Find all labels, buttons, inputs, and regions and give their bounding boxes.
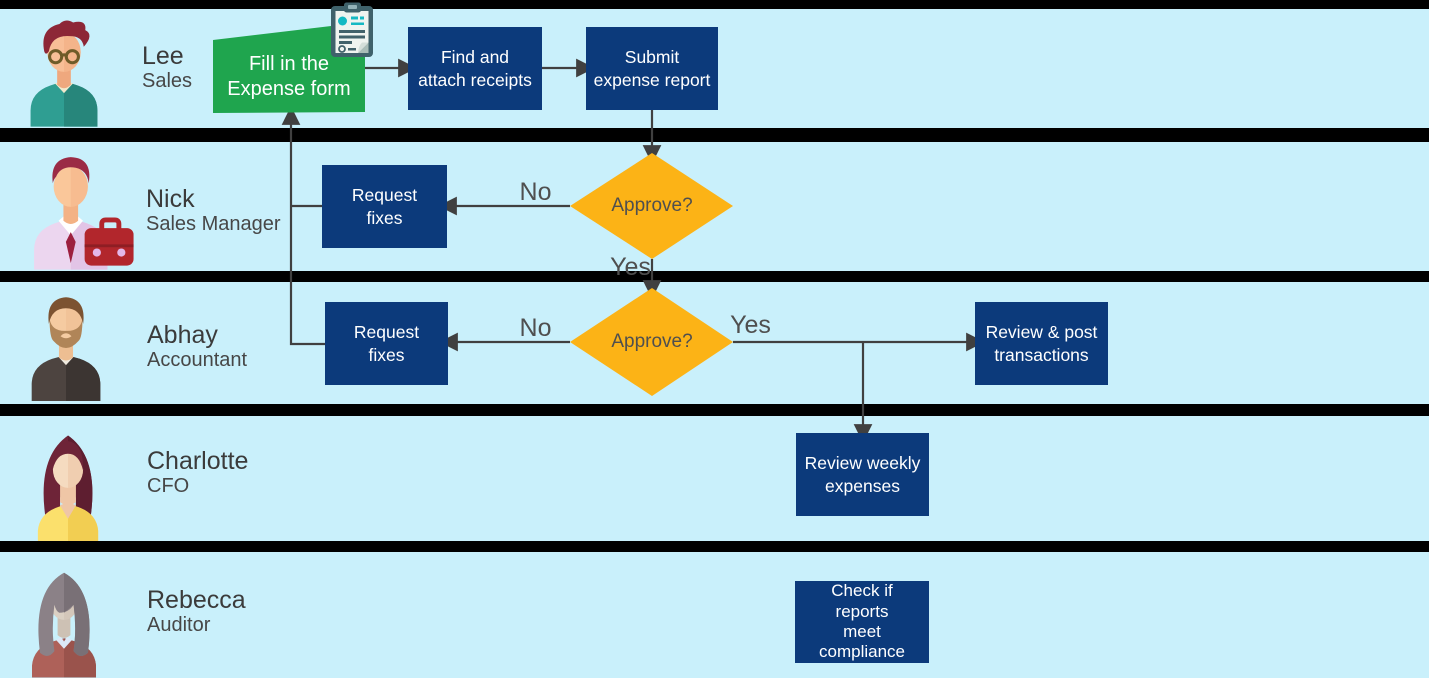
connector-feedback-to-fill-form	[281, 106, 325, 346]
clipboard-icon	[331, 2, 373, 57]
node-fill-expense-form: Fill in the Expense form	[227, 53, 351, 100]
lane-divider-top	[0, 0, 1429, 9]
lane-name-nick: Nick	[146, 185, 195, 213]
persona-abhay: Abhay Accountant	[147, 322, 247, 372]
lane-role-charlotte: CFO	[147, 475, 190, 498]
persona-lee: Lee Sales	[142, 43, 192, 93]
lane-role-lee: Sales	[142, 70, 193, 93]
node-find-attach-receipts: Find and attach receipts	[408, 27, 542, 110]
lane-role-nick: Sales Manager	[146, 213, 281, 236]
approve-diamond-accountant	[570, 288, 733, 396]
label-yes-manager: Yes	[610, 252, 651, 281]
lane-name-rebecca: Rebecca	[147, 586, 246, 614]
label-approve-manager: Approve?	[611, 195, 693, 216]
node-request-fixes-accountant: Request fixes	[325, 302, 448, 385]
node-review-post-transactions: Review & post transactions	[975, 302, 1108, 385]
label-approve-accountant: Approve?	[611, 331, 693, 352]
persona-charlotte: Charlotte CFO	[147, 448, 248, 498]
label-no-accountant: No	[519, 313, 552, 342]
lane-name-lee: Lee	[142, 42, 184, 70]
label-no-manager: No	[519, 177, 552, 206]
lane-name-abhay: Abhay	[147, 321, 218, 349]
avatar-abhay	[31, 297, 101, 402]
approve-diamond-manager	[570, 153, 733, 259]
node-submit-expense-report: Submit expense report	[586, 27, 718, 110]
lane-divider-4	[0, 541, 1429, 552]
lane-divider-3	[0, 404, 1429, 416]
lane-role-rebecca: Auditor	[147, 614, 211, 637]
persona-nick: Nick Sales Manager	[146, 186, 281, 236]
node-review-weekly-expenses: Review weekly expenses	[796, 433, 929, 516]
node-check-compliance: Check if reports meet compliance	[795, 581, 929, 663]
label-yes-accountant: Yes	[730, 310, 771, 339]
avatar-nick	[34, 157, 134, 270]
avatar-rebecca	[32, 572, 96, 678]
persona-rebecca: Rebecca Auditor	[147, 587, 246, 637]
lane-divider-1	[0, 128, 1429, 142]
lane-role-abhay: Accountant	[147, 349, 248, 372]
avatar-lee	[30, 20, 98, 127]
fill-expense-form-shape	[213, 22, 365, 113]
lane-divider-2	[0, 271, 1429, 282]
node-request-fixes-manager: Request fixes	[322, 165, 447, 248]
lane-name-charlotte: Charlotte	[147, 447, 249, 475]
avatar-charlotte	[37, 435, 99, 541]
